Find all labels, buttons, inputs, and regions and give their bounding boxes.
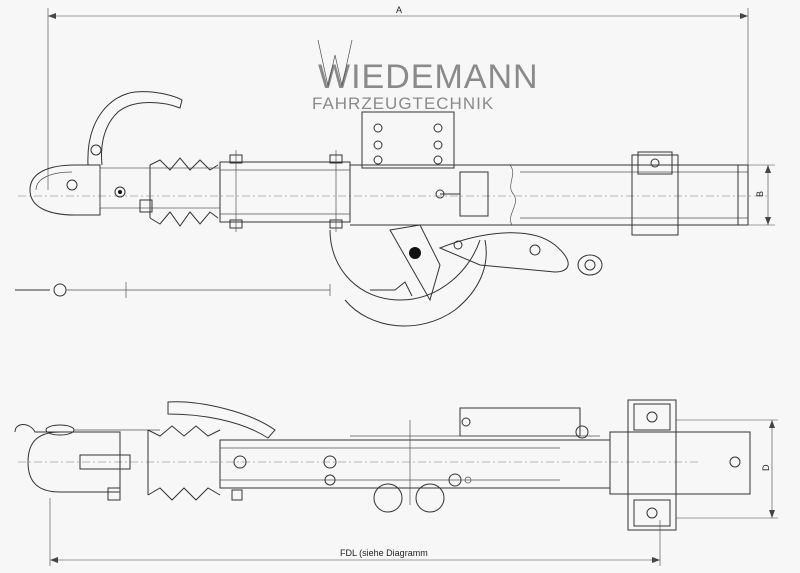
dimension-a-label: A	[396, 5, 402, 15]
safety-eye	[14, 424, 160, 436]
shock-absorber-side	[435, 171, 489, 217]
dimension-b: B	[748, 164, 775, 226]
breakaway-cable	[15, 281, 413, 298]
logo-line1: WIEDEMANN	[318, 58, 539, 96]
dimension-d-label: D	[761, 464, 771, 471]
tube-bolts	[139, 150, 343, 232]
dimension-b-label: B	[755, 191, 765, 197]
brake-lever	[329, 224, 603, 327]
side-view: B	[15, 91, 775, 327]
draw-tube	[219, 161, 351, 223]
top-view: D FDL (siehe Diagramm	[14, 399, 778, 566]
dimension-a: A	[47, 5, 749, 225]
dimension-fdl-label: FDL (siehe Diagramm	[340, 548, 428, 558]
dimension-d: D	[676, 419, 778, 519]
logo-line2: FAHRZEUGTECHNIK	[312, 94, 494, 113]
draw-bar-top	[219, 439, 611, 501]
bellows-top	[147, 425, 221, 501]
main-beam	[350, 164, 749, 226]
clamp-bracket-top	[609, 399, 751, 531]
logo-w-mark	[317, 39, 353, 87]
company-logo: WIEDEMANN FAHRZEUGTECHNIK	[312, 39, 539, 113]
dimension-fdl: FDL (siehe Diagramm	[49, 498, 661, 566]
coupling-head-top	[27, 431, 121, 493]
mounting-plate	[361, 111, 455, 169]
clamp-bracket-side	[631, 151, 679, 236]
shock-absorber-top	[350, 407, 600, 505]
handle-top	[167, 401, 276, 439]
coupling-handle	[87, 91, 183, 166]
rollers-top	[373, 473, 472, 513]
